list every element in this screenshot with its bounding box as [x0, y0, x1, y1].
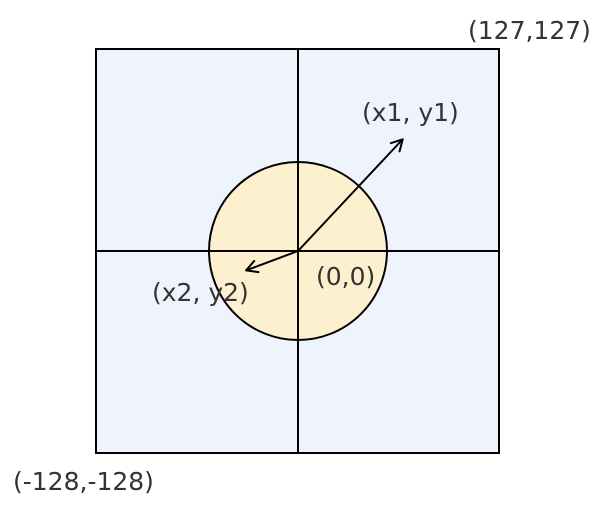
point2-label: (x2, y2)	[152, 278, 249, 307]
corner-label-top-right: (127,127)	[468, 16, 591, 45]
origin-label: (0,0)	[316, 262, 375, 291]
vector-arrow-2	[245, 250, 299, 274]
corner-label-bottom-left: (-128,-128)	[13, 467, 154, 496]
point1-label: (x1, y1)	[362, 98, 459, 127]
vector-arrow-1	[297, 138, 404, 252]
